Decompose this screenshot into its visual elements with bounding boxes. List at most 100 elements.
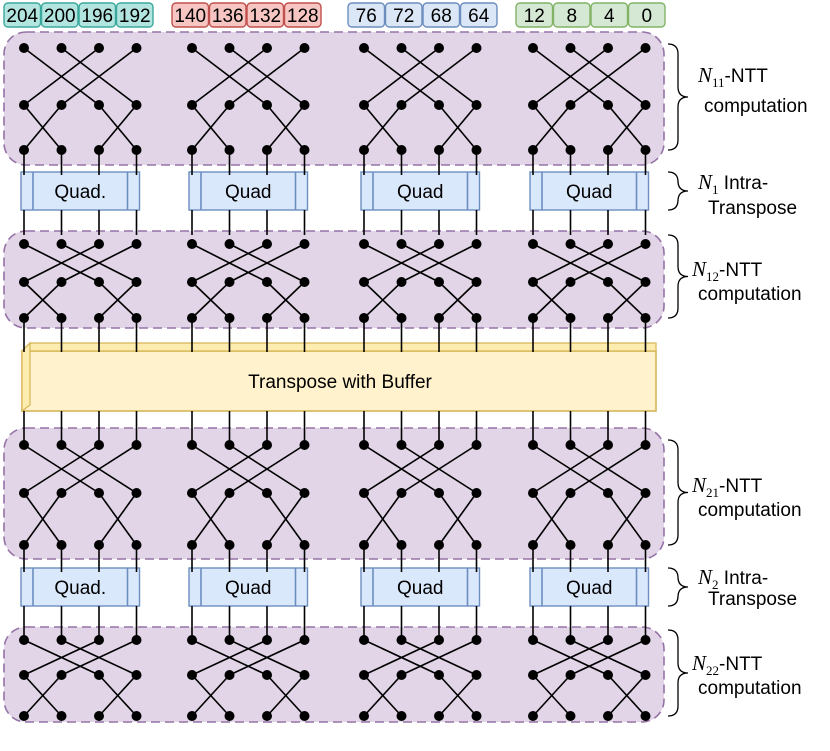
node-dot <box>187 100 197 110</box>
green-group-value: 0 <box>641 6 652 27</box>
wire <box>532 243 609 283</box>
node-dot <box>565 635 576 645</box>
node-dot <box>131 635 142 645</box>
node-dot <box>94 635 104 645</box>
node-dot <box>359 635 369 645</box>
blue-group-value: 76 <box>356 6 377 27</box>
math-symbol: N <box>697 170 713 194</box>
node-dot <box>396 488 407 498</box>
wire <box>98 492 138 546</box>
wire <box>401 243 477 283</box>
node-dot <box>434 711 444 721</box>
node-dot <box>603 711 613 721</box>
node-dot <box>131 43 142 53</box>
node-dot <box>131 488 142 498</box>
quad-label: Quad <box>566 578 612 599</box>
node-dot <box>19 277 29 287</box>
wire <box>229 243 305 283</box>
node-dot <box>19 488 29 498</box>
node-dot <box>434 488 444 498</box>
wire <box>98 281 138 319</box>
node-dot <box>471 43 482 53</box>
node-dot <box>187 277 197 287</box>
node-dot <box>19 440 29 450</box>
ntt-block-n22 <box>3 626 665 723</box>
wire <box>229 444 305 494</box>
green-group-value: 4 <box>604 6 615 27</box>
node-dot <box>56 670 67 680</box>
side-label-n21: N21-NTT <box>691 473 763 500</box>
side-label-n1: N1 Intra- <box>697 170 768 197</box>
node-dot <box>131 100 142 110</box>
node-dot <box>94 488 104 498</box>
node-dot <box>471 100 482 110</box>
node-dot <box>471 440 482 450</box>
green-group-cell <box>590 2 629 28</box>
quad-label: Quad <box>225 182 271 203</box>
node-dot <box>359 277 369 287</box>
wire <box>570 47 646 106</box>
node-dot <box>434 100 444 110</box>
red-group-value: 128 <box>287 6 319 27</box>
node-dot <box>299 635 310 645</box>
quad-label: Quad <box>225 578 271 599</box>
node-dot <box>603 239 613 249</box>
wire <box>191 639 268 676</box>
node-dot <box>224 488 235 498</box>
side-label-n22: N22-NTT <box>691 651 763 678</box>
curly-brace <box>667 629 689 717</box>
node-dot <box>565 43 576 53</box>
node-dot <box>603 670 613 680</box>
label-suffix: -NTT <box>719 654 763 675</box>
node-dot <box>187 43 197 53</box>
node-dot <box>224 711 235 721</box>
teal-group-value: 196 <box>81 6 113 27</box>
math-subscript: 2 <box>712 577 719 592</box>
node-dot <box>262 277 272 287</box>
label-suffix: -NTT <box>725 66 769 87</box>
math-subscript: 11 <box>712 75 725 90</box>
red-group-cell <box>246 2 285 28</box>
buffer-top-face <box>20 342 657 352</box>
node-dot <box>299 100 310 110</box>
node-dot <box>262 239 272 249</box>
math-subscript: 21 <box>706 485 719 500</box>
wire <box>401 639 477 676</box>
wire <box>607 281 647 319</box>
node-dot <box>396 440 407 450</box>
node-dot <box>262 635 272 645</box>
node-dot <box>471 711 482 721</box>
blue-group-cell <box>384 2 423 28</box>
node-dot <box>94 670 104 680</box>
node-dot <box>640 670 651 680</box>
node-dot <box>187 635 197 645</box>
wire <box>438 492 478 546</box>
node-dot <box>640 488 651 498</box>
red-group-value: 132 <box>249 6 281 27</box>
node-dot <box>359 711 369 721</box>
wire <box>607 492 647 546</box>
quad-label: Quad <box>397 182 443 203</box>
node-dot <box>56 440 67 450</box>
node-dot <box>224 670 235 680</box>
wire <box>363 104 403 151</box>
wire <box>532 104 572 151</box>
transpose-buffer-label: Transpose with Buffer <box>248 372 432 393</box>
wire <box>363 674 403 717</box>
quad-label: Quad. <box>54 578 106 599</box>
node-dot <box>565 670 576 680</box>
math-subscript: 12 <box>706 269 719 284</box>
side-label-n2-line2: Transpose <box>708 589 797 610</box>
node-dot <box>359 440 369 450</box>
node-dot <box>187 440 197 450</box>
node-dot <box>396 277 407 287</box>
wire <box>401 444 477 494</box>
node-dot <box>94 277 104 287</box>
side-label-n11: N11-NTT <box>697 63 768 90</box>
red-group-cell <box>208 2 247 28</box>
math-symbol: N <box>691 651 707 675</box>
node-dot <box>187 239 197 249</box>
quad-box <box>360 171 481 211</box>
node-dot <box>19 43 29 53</box>
